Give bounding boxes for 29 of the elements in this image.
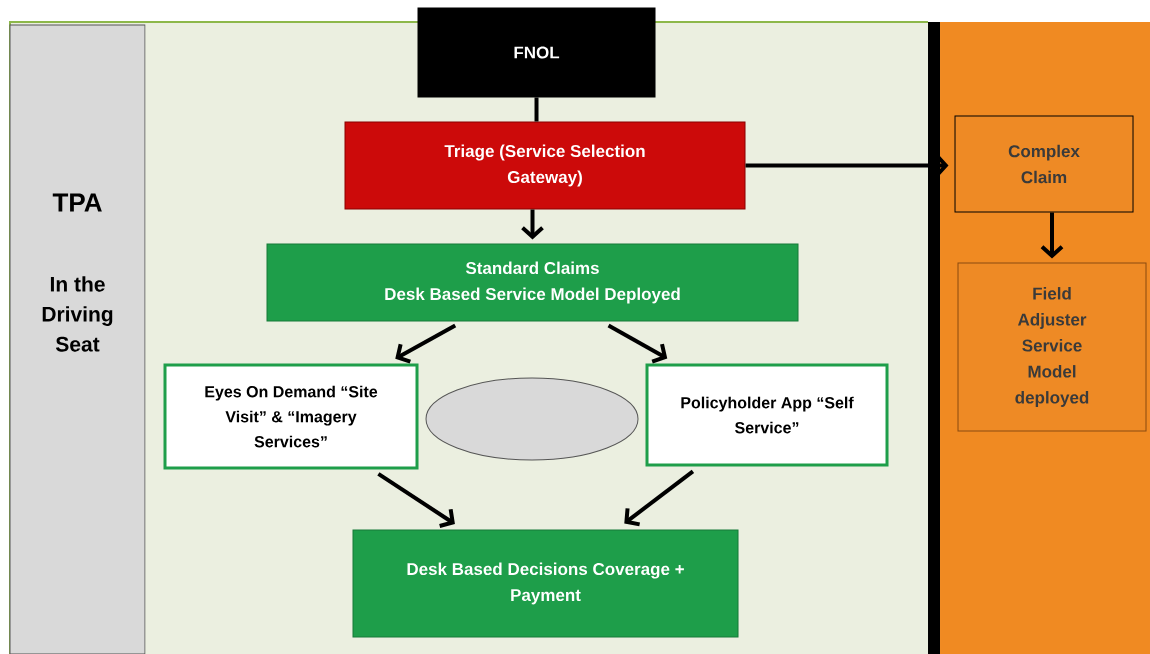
arrow [607, 323, 668, 364]
box-text: Desk Based Decisions Coverage + Payment [407, 562, 684, 605]
box-text: Standard Claims [465, 261, 599, 275]
arrow [1040, 212, 1064, 259]
process-box [352, 529, 739, 638]
process-box [163, 363, 419, 470]
box-text: In the Driving Seat [42, 276, 113, 352]
process-box [954, 115, 1134, 213]
arrow [624, 469, 695, 527]
side-band [9, 24, 146, 654]
box-text: Triage (Service Selection Gateway) [444, 144, 645, 187]
arrow [521, 209, 544, 240]
arrow [745, 154, 949, 177]
process-box [417, 7, 656, 98]
connector-line [534, 97, 539, 122]
box-text: FNOL [514, 46, 560, 59]
box-text: TPA [52, 193, 102, 212]
process-box [266, 243, 799, 322]
process-box [957, 262, 1147, 432]
ellipse-shape [425, 377, 639, 461]
box-text: Eyes On Demand “Site Visit” & “Imagery Services” [205, 385, 378, 448]
box-text: Field Adjuster Service Model deployed [1015, 287, 1089, 407]
process-box [645, 363, 889, 467]
box-text: Complex Claim [1008, 144, 1080, 184]
arrow [377, 472, 455, 528]
process-box [344, 121, 746, 210]
arrow [395, 323, 457, 364]
box-text: Desk Based Service Model Deployed [385, 287, 680, 304]
box-text: Policyholder App “Self Service” [681, 396, 854, 434]
